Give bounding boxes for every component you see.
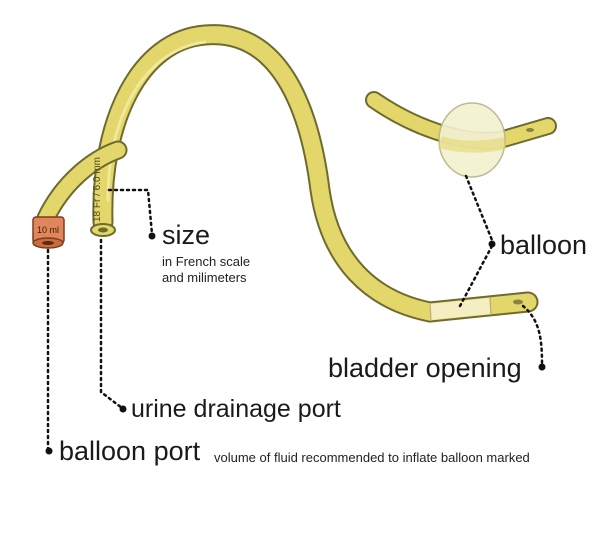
leader-urine-drainage: [99, 238, 124, 410]
balloon-port-arm: [36, 140, 128, 228]
leader-dots: [45, 232, 546, 455]
size-description-line1: in French scale: [162, 254, 251, 269]
bladder-opening-label: bladder opening: [328, 353, 522, 383]
catheter-tube: [92, 24, 539, 323]
urine-drainage-port-label: urine drainage port: [131, 395, 341, 423]
leader-balloon: [464, 174, 494, 242]
leader-lines: [46, 174, 544, 452]
leader-size: [107, 188, 154, 236]
bladder-opening-hole: [513, 299, 523, 305]
urine-drainage-port-end: [90, 223, 116, 237]
leader-bladder-opening: [521, 304, 544, 366]
inflated-balloon-inset: [365, 91, 557, 178]
leader-balloon-deflated: [458, 244, 494, 308]
balloon-inflated: [438, 102, 506, 178]
balloon-port-cap: [32, 216, 65, 249]
balloon-port-description: volume of fluid recommended to inflate b…: [214, 450, 530, 465]
balloon-band-deflated: [429, 296, 492, 322]
shaft-size-marking: 18 Fr / 6.0 mm: [92, 157, 103, 222]
size-label: size: [162, 220, 211, 250]
balloon-port-label: balloon port: [59, 436, 201, 466]
balloon-label: balloon: [500, 230, 588, 260]
size-description-line2: and milimeters: [162, 270, 247, 285]
port-volume-marking: 10 ml: [37, 225, 59, 235]
size-description: in French scale and milimeters: [162, 254, 250, 286]
